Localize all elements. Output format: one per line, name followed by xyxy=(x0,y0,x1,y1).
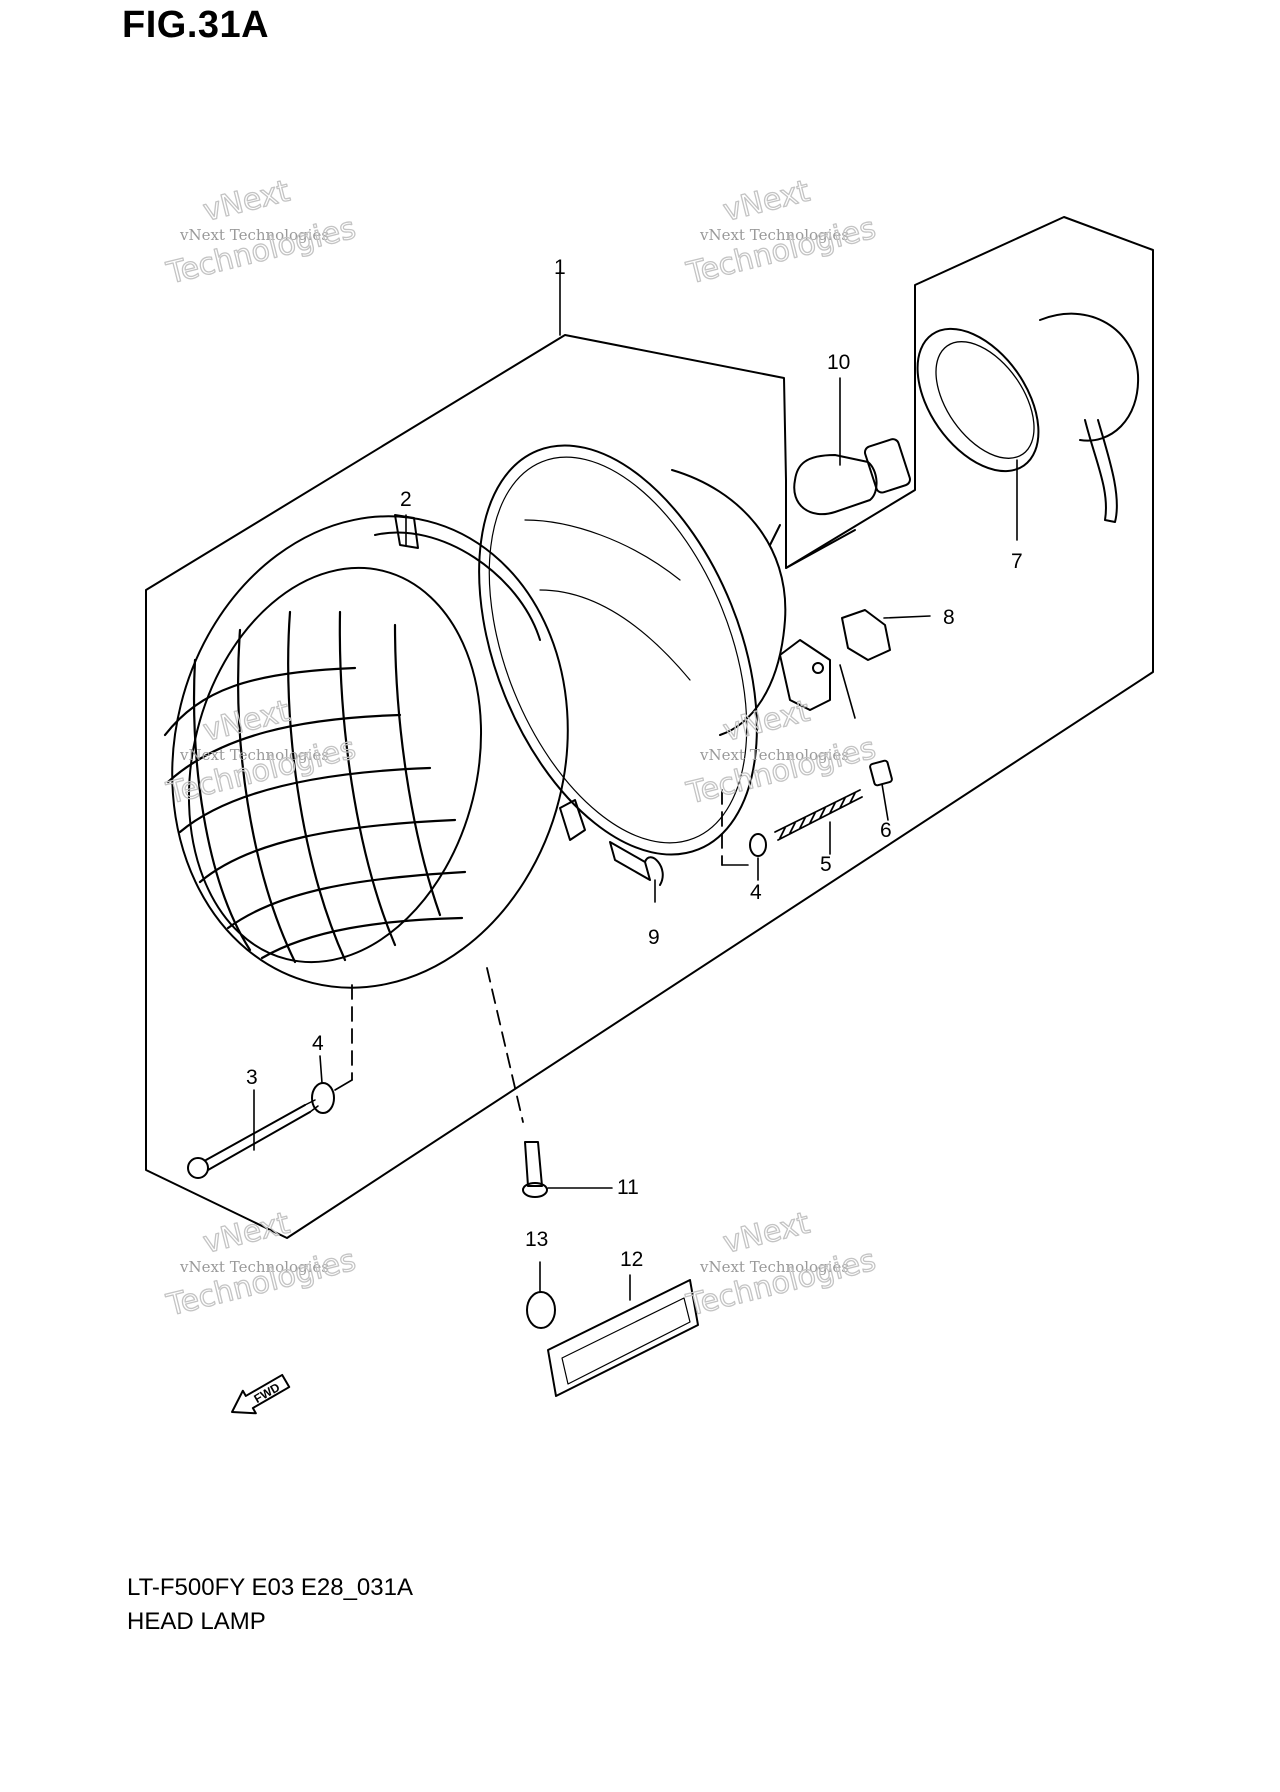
washer-upper xyxy=(749,833,767,857)
grommet-nut xyxy=(526,1291,556,1329)
watermarks: vNext vNext Technologies Technologies vN… xyxy=(162,173,880,1324)
watermark: vNext vNext Technologies Technologies xyxy=(162,693,360,812)
bulb xyxy=(793,438,911,516)
watermark-line1: vNext xyxy=(720,1206,814,1261)
watermark-line1: vNext xyxy=(200,694,294,749)
watermark-line2: vNext Technologies xyxy=(699,226,849,244)
watermark-line2: vNext Technologies xyxy=(699,1258,849,1276)
watermark-line3: Technologies xyxy=(163,211,359,292)
section-name: HEAD LAMP xyxy=(127,1608,266,1635)
bracket-hole xyxy=(812,662,824,674)
watermark: vNext vNext Technologies Technologies xyxy=(682,1205,880,1324)
headlamp-housing-back xyxy=(374,531,541,641)
washer-lower xyxy=(311,1082,335,1114)
adjuster-boss xyxy=(559,799,586,841)
adjuster-screw xyxy=(609,841,664,886)
leader-lines xyxy=(253,271,1018,1301)
watermark-line3: Technologies xyxy=(163,731,359,812)
reflector-bowl xyxy=(671,469,787,736)
long-bolt xyxy=(187,1099,319,1179)
reflex-reflector xyxy=(547,1279,699,1397)
lens-inner xyxy=(488,456,748,844)
clip-nut xyxy=(841,609,891,661)
watermark: vNext vNext Technologies Technologies xyxy=(162,1205,360,1324)
callout-9: 9 xyxy=(648,926,660,949)
watermark-line1: vNext xyxy=(720,694,814,749)
watermark-line2: vNext Technologies xyxy=(179,746,329,764)
lens-detail xyxy=(524,519,691,681)
bolt-short xyxy=(522,1141,548,1198)
bulb-socket xyxy=(916,312,1140,523)
callout-10: 10 xyxy=(827,351,850,374)
callout-7: 7 xyxy=(1011,550,1023,573)
watermark-line1: vNext xyxy=(200,174,294,229)
callout-13: 13 xyxy=(525,1228,548,1251)
spring xyxy=(774,789,863,841)
fwd-arrow-icon: FWD xyxy=(231,1373,291,1415)
callout-2: 2 xyxy=(400,488,412,511)
sealed-beam-unit xyxy=(478,444,831,856)
watermark-line2: vNext Technologies xyxy=(699,746,849,764)
headlamp-guard-assembly xyxy=(163,514,586,989)
wire-guard-grid xyxy=(163,610,467,964)
watermark-line1: vNext xyxy=(720,174,814,229)
callout-8: 8 xyxy=(943,606,955,629)
assembly-outline xyxy=(145,216,1154,1239)
figure-title: FIG.31A xyxy=(122,4,270,46)
callout-5: 5 xyxy=(820,853,832,876)
watermark-line3: Technologies xyxy=(683,731,879,812)
headlamp-rim-inner xyxy=(187,566,483,964)
watermark-line1: vNext xyxy=(200,1206,294,1261)
reflector-neck xyxy=(769,524,781,546)
watermark-line3: Technologies xyxy=(163,1243,359,1324)
callout-12: 12 xyxy=(620,1248,643,1271)
watermark-line3: Technologies xyxy=(683,1243,879,1324)
mount-tab xyxy=(394,514,419,549)
callout-4-lower: 4 xyxy=(312,1032,324,1055)
watermark-line2: vNext Technologies xyxy=(179,1258,329,1276)
mounting-bracket xyxy=(779,639,831,711)
dashed-guides xyxy=(351,789,723,1123)
model-code: LT-F500FY E03 E28_031A xyxy=(127,1574,413,1601)
watermark: vNext vNext Technologies Technologies xyxy=(162,173,360,292)
headlamp-rim-outer xyxy=(171,515,569,989)
watermark-line2: vNext Technologies xyxy=(179,226,329,244)
callout-3: 3 xyxy=(246,1066,258,1089)
watermark: vNext vNext Technologies Technologies xyxy=(682,173,880,292)
callout-11: 11 xyxy=(617,1176,639,1199)
bulb-box-edge xyxy=(785,529,856,569)
callout-6: 6 xyxy=(880,819,892,842)
lens-face xyxy=(478,444,758,856)
hex-nut xyxy=(869,759,893,787)
watermark-line3: Technologies xyxy=(683,211,879,292)
watermark: vNext vNext Technologies Technologies xyxy=(682,693,880,812)
callout-1: 1 xyxy=(554,256,566,279)
callout-4-upper: 4 xyxy=(750,881,762,904)
